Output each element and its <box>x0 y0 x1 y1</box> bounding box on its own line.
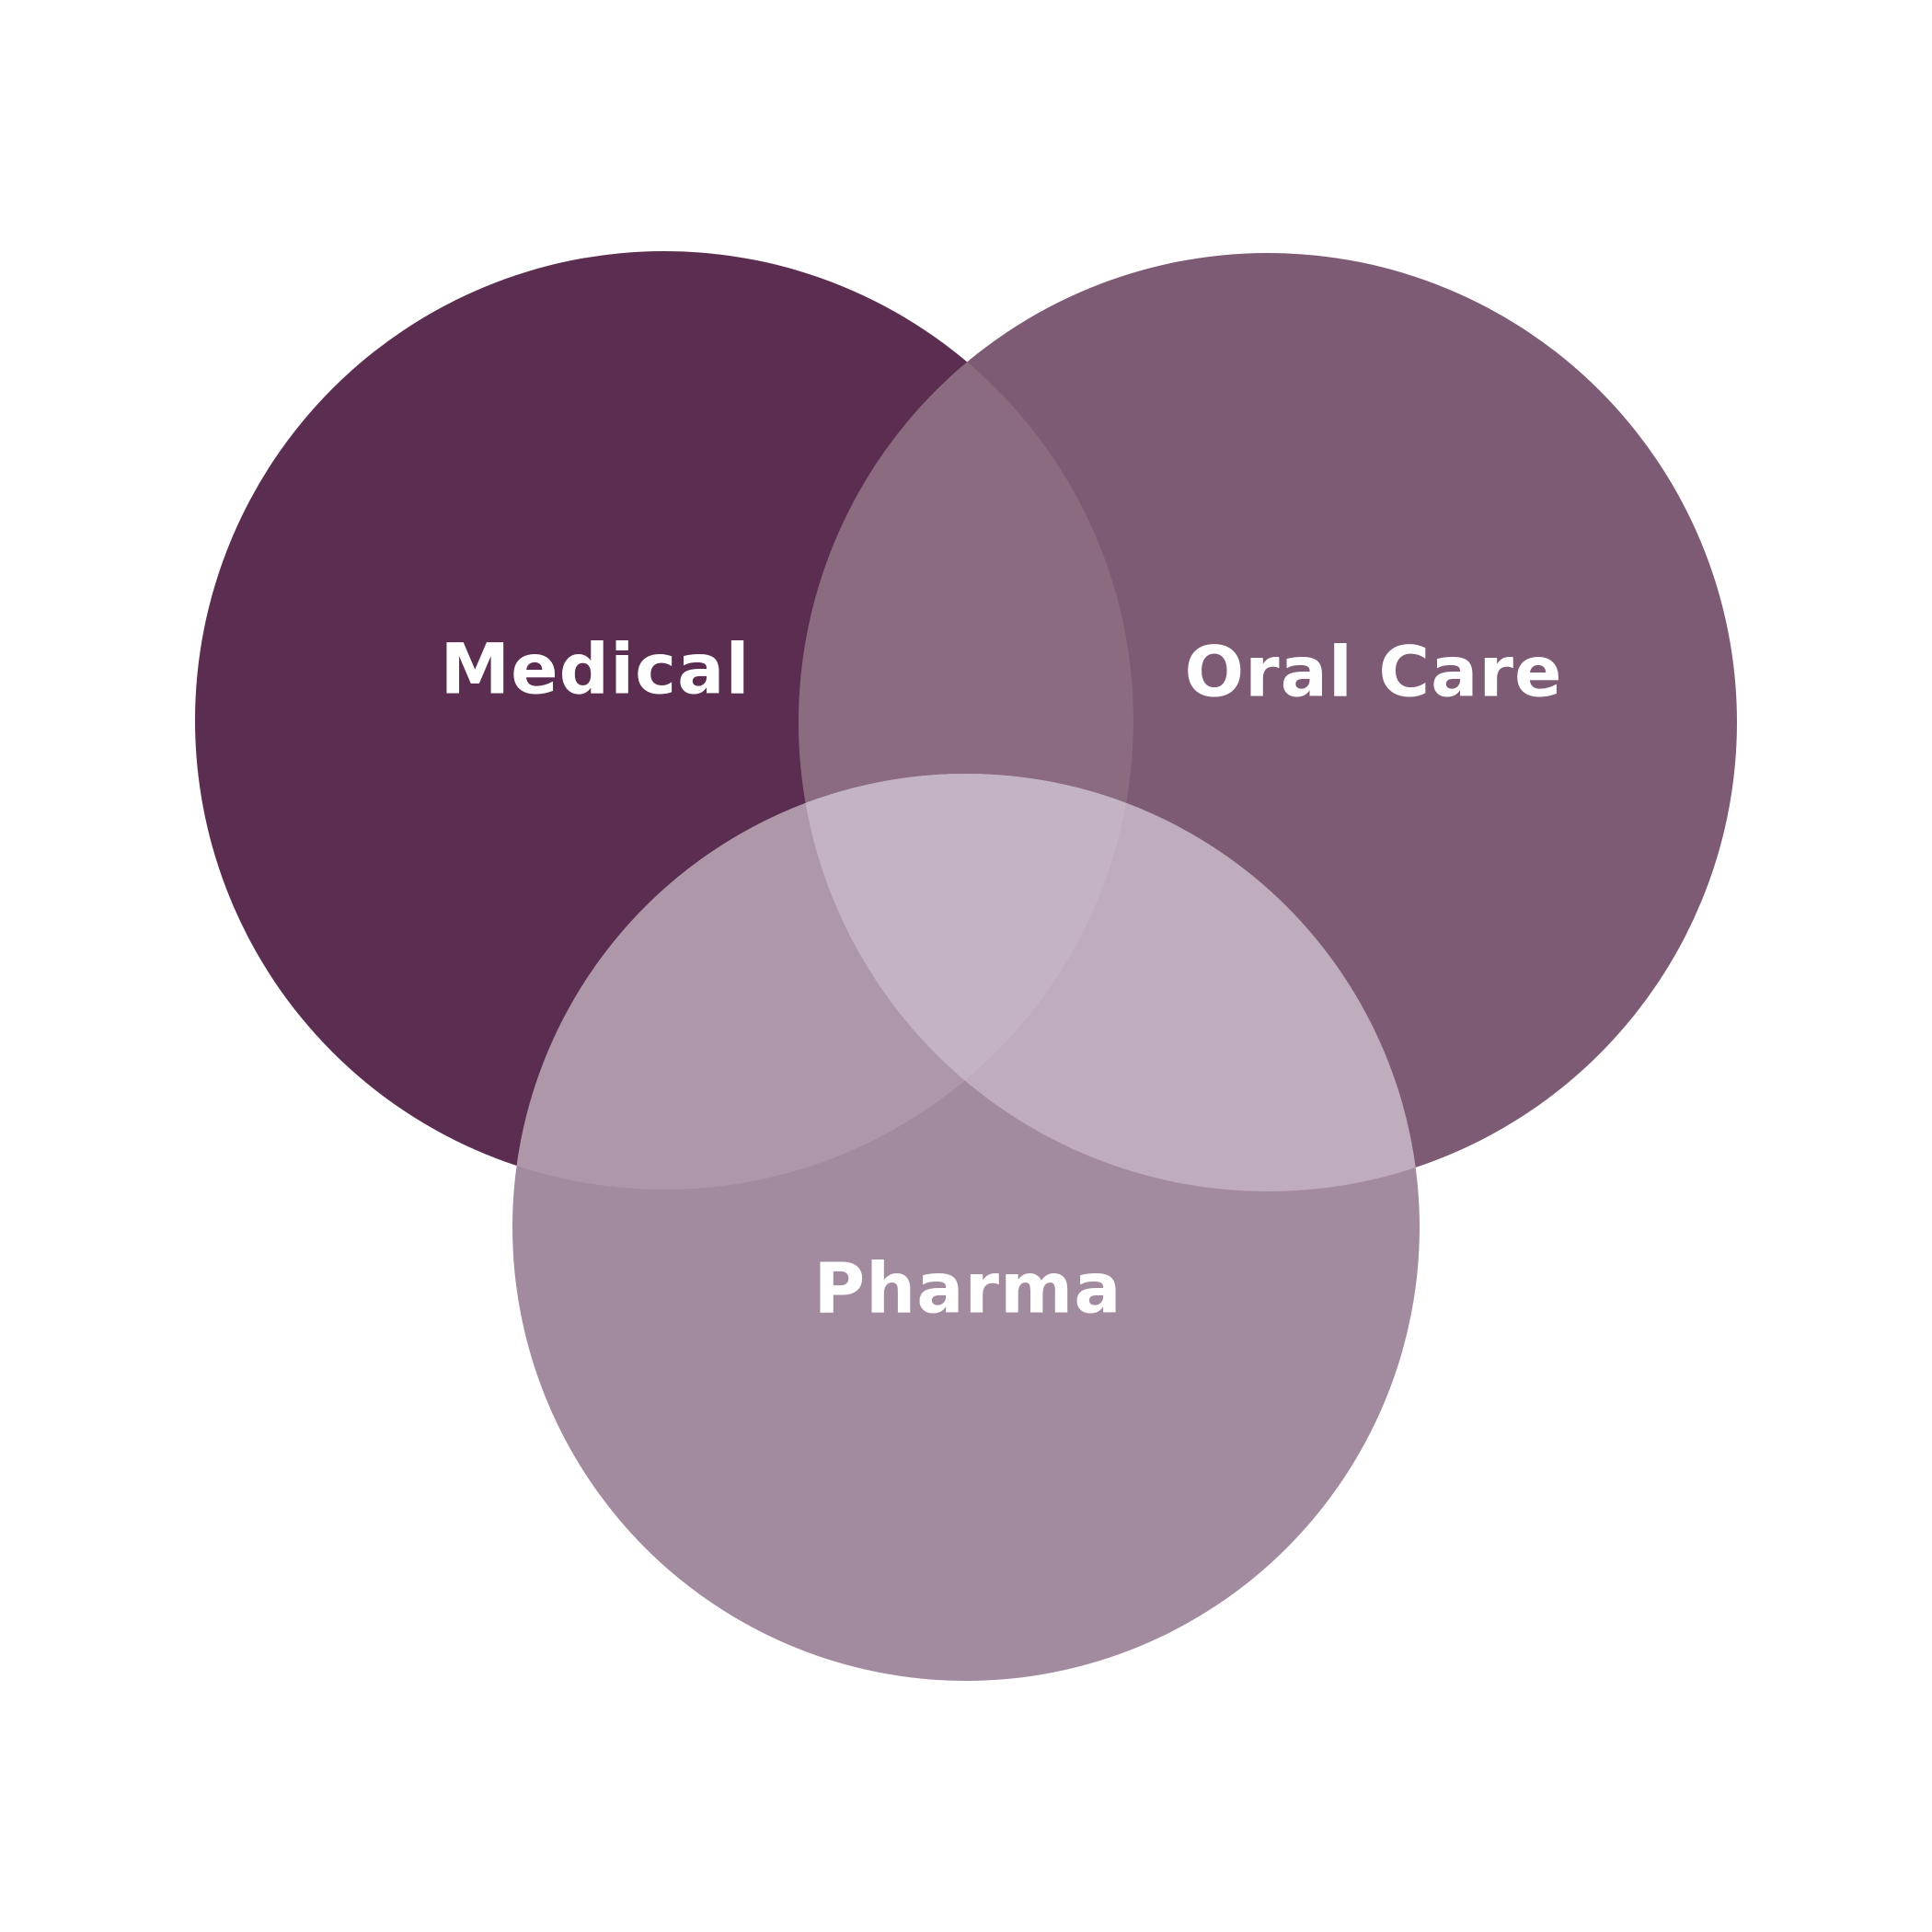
medical-pharma-intersection <box>512 774 1133 1190</box>
pharma-label: Pharma <box>813 1247 1122 1329</box>
oral-care-label: Oral Care <box>1184 630 1563 713</box>
medical-label: Medical <box>440 627 751 710</box>
oral-pharma-intersection <box>799 774 1420 1191</box>
